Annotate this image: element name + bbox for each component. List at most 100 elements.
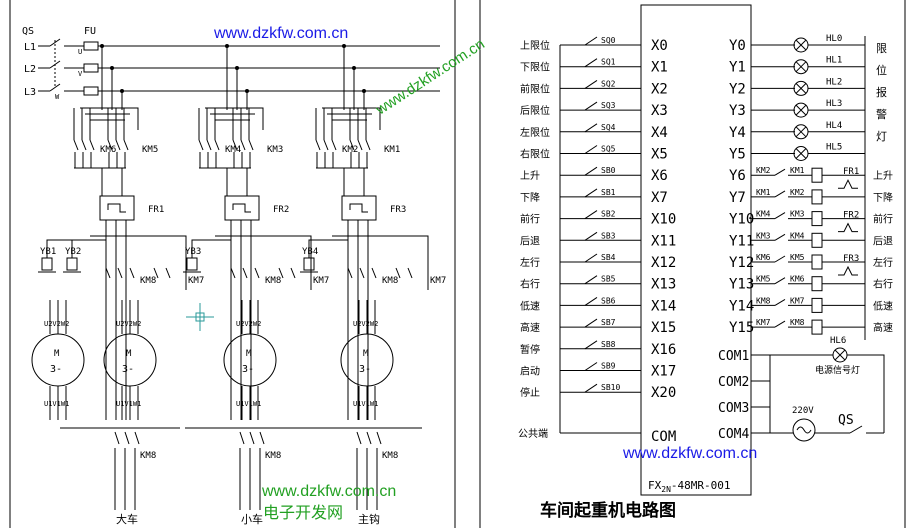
motor-top-terms: U2V2W2	[44, 320, 69, 328]
plc-output-Y13: Y13	[729, 277, 754, 293]
brake-label: YB1	[40, 247, 56, 257]
plc-input-X12: X12	[651, 255, 676, 271]
input-switch: SQ1	[601, 58, 616, 67]
coil-label: KM4	[790, 231, 805, 240]
input-label: 前行	[520, 213, 540, 226]
fuse-v	[83, 63, 99, 73]
lamp-label: HL4	[826, 121, 842, 131]
input-switch: SQ3	[601, 101, 616, 110]
coil-KM1	[811, 167, 823, 183]
plc-box	[640, 4, 752, 496]
input-label: 上升	[520, 170, 540, 182]
supply-label: 220V	[792, 406, 814, 416]
input-label: 暂停	[520, 343, 540, 356]
input-label: 左限位	[520, 126, 550, 139]
motor-group-1	[31, 44, 187, 510]
plc-input-X16: X16	[651, 342, 676, 358]
plc-output-Y11: Y11	[729, 233, 754, 249]
plc-output-Y14: Y14	[729, 298, 754, 314]
interlock-label: KM2	[756, 166, 771, 175]
watermark-right-bottom: www.dzkfw.com.cn	[622, 445, 757, 462]
thermal-relay-1	[99, 195, 135, 221]
plc-input-X20: X20	[651, 385, 676, 401]
motor-1-1	[31, 333, 85, 387]
coil-func-label: 上升	[873, 170, 893, 182]
fr-contact	[838, 222, 858, 233]
phase-u-label: U	[78, 48, 82, 56]
brake-label: YB3	[185, 247, 201, 257]
plc-input-X11: X11	[651, 233, 676, 249]
fr-contact	[838, 179, 858, 189]
plc-out-com: COM3	[718, 401, 749, 416]
input-label: 左行	[520, 256, 540, 269]
motor-phase: 3-	[50, 364, 62, 375]
lamp-label: HL5	[826, 143, 842, 153]
plc-wiring	[559, 4, 885, 496]
input-switch: SB8	[601, 340, 616, 349]
motor-phase: 3-	[359, 364, 371, 375]
km-side-label: KM7	[430, 276, 446, 286]
main-circuit	[31, 38, 440, 510]
motor-phase: 3-	[122, 364, 134, 375]
plc-model-label: FX2N-48MR-001	[648, 479, 731, 494]
plc-input-X7: X7	[651, 190, 668, 206]
plc-input-X6: X6	[651, 168, 668, 184]
input-label: 下降	[520, 191, 540, 204]
motor-bottom-terms: U1V1W1	[353, 400, 378, 408]
fr-contact-label: FR2	[843, 211, 859, 221]
plc-out-com: COM2	[718, 375, 749, 390]
watermark-top: www.dzkfw.com.cn	[213, 25, 348, 42]
qs2-label: QS	[838, 413, 854, 428]
plc-output-Y4: Y4	[729, 125, 746, 141]
fr-label: FR3	[390, 205, 406, 215]
hl6-func-label: 电源信号灯	[815, 364, 860, 376]
plc-output-Y0: Y0	[729, 38, 746, 54]
input-switch: SB6	[601, 296, 616, 305]
coil-label: KM1	[790, 166, 805, 175]
input-label: 高速	[520, 321, 540, 334]
lamp-label: HL3	[826, 99, 842, 109]
fuse-w	[83, 86, 99, 96]
input-switch: SB0	[601, 166, 616, 175]
interlock-label: KM6	[756, 253, 771, 262]
plc-input-X17: X17	[651, 364, 676, 380]
motor-bottom-terms: U1V1W1	[236, 400, 261, 408]
km-left-label: KM4	[225, 145, 241, 155]
motor-name: M	[126, 349, 132, 359]
input-label: 下限位	[520, 61, 550, 74]
lamp-label: HL1	[826, 56, 842, 66]
plc-input-X4: X4	[651, 125, 668, 141]
km-mid-label: KM8	[382, 276, 398, 286]
coil-func-label: 后退	[873, 235, 893, 247]
input-label: 右行	[520, 278, 540, 291]
power-input	[38, 38, 440, 96]
lamp-group-label-char: 报	[876, 85, 887, 99]
plc-output-Y3: Y3	[729, 103, 746, 119]
fr-label: FR1	[148, 205, 164, 215]
motor-group-3	[300, 44, 429, 510]
motor-name: M	[246, 349, 252, 359]
plc-input-X0: X0	[651, 38, 668, 54]
line-l2-label: L2	[24, 64, 36, 75]
plc-output-Y7: Y7	[729, 190, 746, 206]
coil-func-label: 前行	[873, 213, 893, 226]
bottom-km8-label: KM8	[382, 451, 398, 461]
coil-label: KM5	[790, 253, 805, 262]
diagram-title: 车间起重机电路图	[540, 500, 676, 521]
fr-contact-label: FR1	[843, 167, 859, 177]
coil-KM2	[811, 189, 823, 205]
plc-output-Y6: Y6	[729, 168, 746, 184]
group-label: 大车	[116, 512, 138, 526]
plc-out-com: COM4	[718, 427, 749, 442]
coil-KM7	[811, 297, 823, 313]
watermark-left-bottom: www.dzkfw.com.cn	[261, 483, 396, 500]
motor-3-1	[340, 333, 394, 387]
coil-func-label: 右行	[873, 278, 893, 291]
interlock-label: KM5	[756, 275, 771, 284]
motor-bottom-terms: U1V1W1	[116, 400, 141, 408]
input-label: 低速	[520, 299, 540, 312]
motor-top-terms: U2V2W2	[116, 320, 141, 328]
watermark-left-bottom-cn: 电子开发网	[263, 504, 343, 522]
plc-input-X10: X10	[651, 212, 676, 228]
plc-input-com: COM	[651, 429, 676, 445]
